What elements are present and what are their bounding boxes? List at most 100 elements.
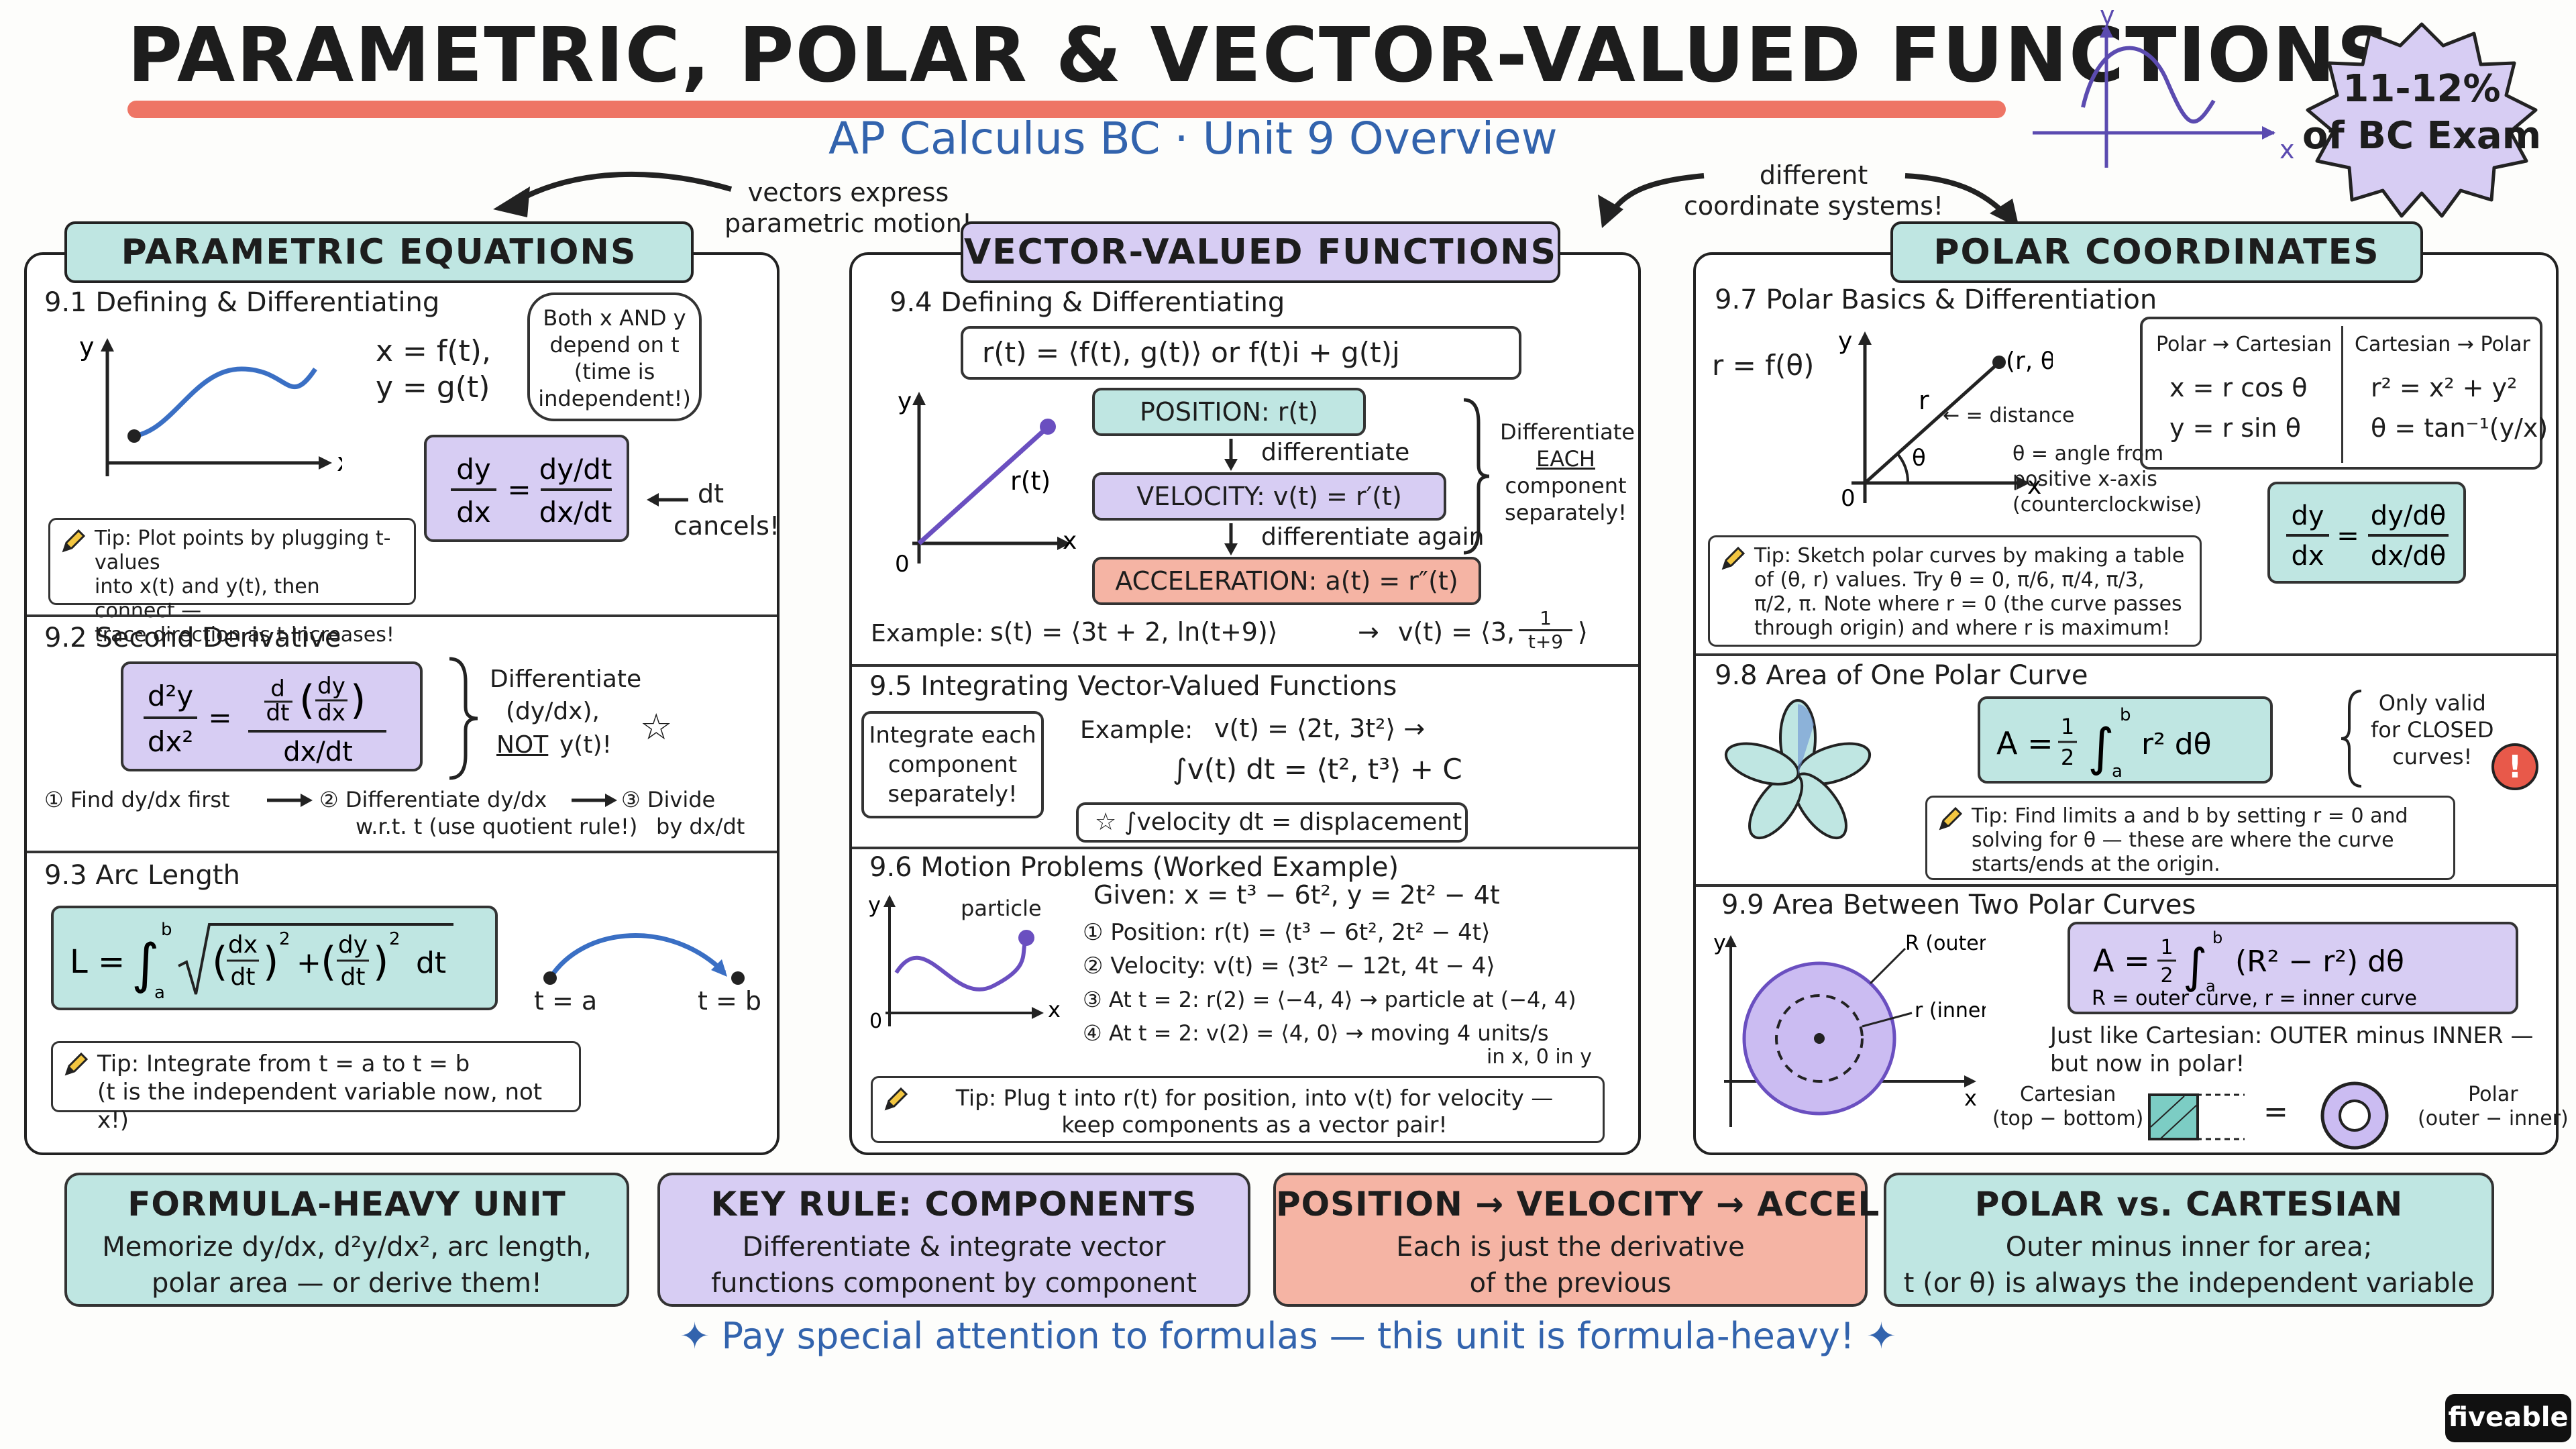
svg-text:): ): [373, 938, 388, 985]
tip-9-1: Tip: Plot points by plugging t-values in…: [48, 518, 416, 647]
closed-line2: for CLOSED: [2371, 717, 2494, 743]
deriv-rhs-num: dy/dt: [539, 453, 612, 486]
motion-step1: ① Position: r(t) = ⟨t³ − 6t², 2t² − 4t⟩: [1083, 919, 1491, 946]
tip-9-6-line2: keep components as a vector pair!: [1061, 1112, 1448, 1138]
acceleration-box: ACCELERATION: a(t) = r″(t): [1092, 557, 1481, 605]
outer-label: R (outer): [1905, 932, 1986, 955]
but-now-polar: but now in polar!: [2050, 1051, 2245, 1077]
tip-9-7-line1: Tip: Sketch polar curves by making a tab…: [1754, 544, 2185, 568]
motion-step2: ② Velocity: v(t) = ⟨3t² − 12t, 4t − 4⟩: [1083, 953, 1495, 979]
sd-lhs-den: dx²: [148, 725, 193, 758]
motion-graph: y x 0: [868, 892, 1060, 1033]
angle-line3: (counterclockwise): [2012, 493, 2202, 517]
pd-lhs-den: dx: [2291, 541, 2324, 572]
graph-x-label: x: [337, 447, 342, 477]
integrate-line1: Integrate each: [869, 722, 1036, 749]
summary-pva-line2: of the previous: [1469, 1268, 1672, 1299]
cancel-note-2: cancels!: [674, 511, 780, 541]
p2c-head: Polar → Cartesian: [2156, 333, 2332, 356]
cartesian-line1: Cartesian: [2020, 1083, 2116, 1106]
pencil-icon: [64, 1052, 89, 1076]
note-coordinates: different coordinate systems!: [1684, 160, 1943, 221]
summary-components: KEY RULE: COMPONENTS Differentiate & int…: [657, 1173, 1250, 1307]
sd-rhs-den: dx/dt: [283, 737, 353, 767]
summary-pva-line1: Each is just the derivative: [1396, 1232, 1745, 1263]
pencil-icon: [62, 529, 86, 553]
summary-formula-heavy-line2: polar area — or derive them!: [151, 1268, 543, 1299]
vec-y-label: y: [898, 388, 912, 415]
inner-label: r (inner): [1915, 999, 1986, 1022]
example-v: v(t) = ⟨3,: [1398, 617, 1515, 647]
deriv-lhs-num: dy: [456, 453, 491, 486]
polar-derivative-formula: dy dx = dy/dθ dx/dθ: [2267, 482, 2466, 584]
parametric-derivative-formula: dy dx = dy/dt dx/dt: [424, 435, 629, 542]
badge-percent: 11-12%: [2343, 67, 2501, 111]
brace-9-4: [1463, 398, 1490, 555]
example-frac-num: 1: [1519, 608, 1572, 631]
svg-text:(: (: [321, 938, 336, 985]
rose-curve-graph: [1724, 699, 1872, 840]
pa-integrand: r² dθ: [2141, 727, 2212, 761]
tip-9-3-line2: (t is the independent variable now, not …: [97, 1079, 543, 1134]
footer-callout: ✦ Pay special attention to formulas — th…: [680, 1315, 1896, 1357]
note-vectors-line2: parametric motion!: [724, 209, 973, 238]
badge-caption: of BC Exam: [2302, 114, 2542, 158]
pa-upper: b: [2120, 705, 2131, 725]
pab-lower: a: [2206, 977, 2216, 996]
cartesian-line2: (top − bottom): [1992, 1107, 2144, 1130]
integrate-line2: component: [888, 751, 1018, 778]
tip-9-7-line4: through origin) and where r is maximum!: [1754, 616, 2171, 640]
tip-9-8-line3: starts/ends at the origin.: [1972, 853, 2220, 876]
parametric-curve-graph: y x: [79, 332, 342, 477]
exam-weight-badge: 11-12% of BC Exam: [2301, 19, 2542, 220]
tip-9-8: Tip: Find limits a and b by setting r = …: [1925, 796, 2455, 880]
polar-area-between-graph: y x R (outer) r (inner): [1713, 930, 1986, 1127]
callout-line1: Both x AND y: [543, 305, 686, 331]
svg-text:∫: ∫: [2088, 717, 2114, 777]
divider-9-4: [852, 664, 1638, 667]
tip-9-8-line1: Tip: Find limits a and b by setting r = …: [1972, 804, 2408, 828]
summary-polar-line1: Outer minus inner for area;: [2005, 1232, 2373, 1263]
header-arrows: [493, 171, 2019, 228]
velocity-box: VELOCITY: v(t) = r′(t): [1092, 472, 1446, 521]
tip-9-1-line2: into x(t) and y(t), then connect —: [95, 575, 320, 623]
pd-rhs-num: dy/dθ: [2371, 500, 2446, 531]
example-frac: 1 t+9: [1519, 608, 1572, 653]
polar-caption-line1: Polar: [2468, 1083, 2518, 1106]
divider-9-7: [1696, 653, 2556, 656]
motion-given: Given: x = t³ − 6t², y = 2t² − 4t: [1093, 880, 1500, 910]
pencil-icon: [884, 1087, 908, 1111]
logo-y-label: y: [2100, 7, 2115, 30]
pa-lower: a: [2112, 761, 2123, 782]
just-like-cartesian: Just like Cartesian: OUTER minus INNER —: [2050, 1022, 2534, 1049]
summary-pva: POSITION → VELOCITY → ACCEL Each is just…: [1273, 1173, 1880, 1307]
arc-frac1-den: dt: [231, 963, 256, 991]
sd-paren-num: dy: [317, 673, 345, 700]
brand-logo: fiveable: [2445, 1394, 2571, 1442]
logo-x-label: x: [2279, 135, 2294, 164]
polar-caption-line2: (outer − inner): [2418, 1107, 2569, 1130]
motion-origin: 0: [869, 1010, 882, 1033]
arc-length-curve: [543, 933, 745, 985]
summary-pva-head: POSITION → VELOCITY → ACCEL: [1276, 1185, 1880, 1224]
c2p-theta: θ = tan⁻¹(y/x): [2371, 413, 2548, 443]
diff-label-2: differentiate again: [1261, 523, 1485, 551]
note-coords-line1: different: [1759, 160, 1868, 190]
tip-9-3: Tip: Integrate from t = a to t = b (t is…: [51, 1041, 581, 1134]
arc-dt: dt: [416, 946, 446, 980]
down-arrow-icon: [1224, 439, 1238, 471]
vec-x-label: x: [1063, 527, 1077, 555]
section-9-2-title: 9.2 Second Derivative: [44, 623, 341, 653]
sd-d-num: d: [270, 676, 285, 702]
cartesian-equals: =: [2263, 1095, 2288, 1129]
vec-label: r(t): [1010, 466, 1051, 496]
pab-upper: b: [2212, 928, 2222, 947]
sd-side-not: NOT: [496, 731, 549, 759]
pencil-icon: [1939, 806, 1963, 830]
graph-y-label: y: [79, 332, 95, 362]
each-component-note: Differentiate EACH component separately!: [1500, 419, 1635, 526]
tip-9-7-line2: of (θ, r) values. Try θ = 0, π/6, π/4, π…: [1754, 568, 2145, 592]
second-derivative-formula: d²y dx² = d dt ( dy dx ) dx/dt: [121, 661, 423, 771]
integrate-line3: separately!: [888, 781, 1018, 808]
tip-9-3-line1: Tip: Integrate from t = a to t = b: [97, 1051, 470, 1077]
